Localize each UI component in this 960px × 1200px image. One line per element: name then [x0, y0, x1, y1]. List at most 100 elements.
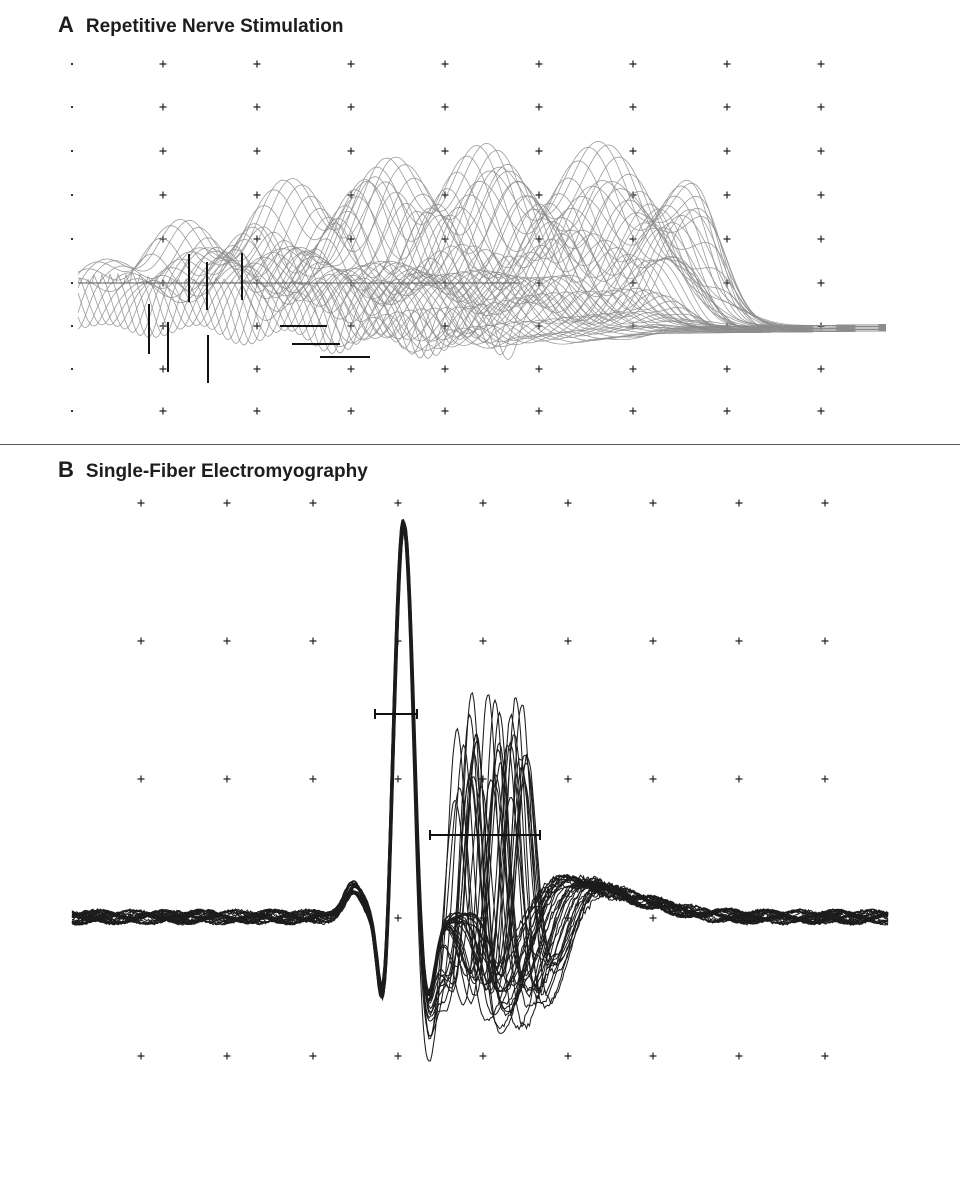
panel-a-title: Repetitive Nerve Stimulation [85, 16, 344, 37]
grid-plus-marker [535, 365, 543, 373]
grid-plus-marker [821, 637, 829, 645]
grid-plus-marker [535, 191, 543, 199]
grid-dot-marker [71, 150, 73, 152]
panel-b-heading: B Single-Fiber Electromyography [58, 457, 368, 483]
grid-plus-marker [564, 637, 572, 645]
grid-plus-marker [253, 322, 261, 330]
grid-plus-marker [347, 147, 355, 155]
grid-plus-marker [441, 365, 449, 373]
grid-plus-marker [253, 60, 261, 68]
grid-plus-marker [535, 103, 543, 111]
grid-plus-marker [347, 365, 355, 373]
cmap-trace [78, 173, 886, 345]
grid-plus-marker [394, 499, 402, 507]
cmap-trace [78, 188, 886, 330]
grid-plus-marker [441, 60, 449, 68]
panel-a-heading: A Repetitive Nerve Stimulation [58, 12, 344, 38]
panel-a-letter: A [58, 12, 74, 37]
repetitive-nerve-stimulation-chart [71, 60, 886, 415]
grid-plus-marker [735, 499, 743, 507]
grid-dot-marker [71, 282, 73, 284]
grid-plus-marker [649, 499, 657, 507]
latency-interval-marker [374, 709, 418, 719]
grid-plus-marker [817, 365, 825, 373]
grid-plus-marker [649, 775, 657, 783]
panel-b-grid [137, 499, 829, 1060]
grid-plus-marker [817, 191, 825, 199]
grid-plus-marker [223, 499, 231, 507]
grid-plus-marker [479, 637, 487, 645]
grid-plus-marker [723, 103, 731, 111]
grid-plus-marker [817, 147, 825, 155]
grid-plus-marker [535, 60, 543, 68]
grid-plus-marker [347, 103, 355, 111]
grid-plus-marker [137, 637, 145, 645]
grid-plus-marker [821, 499, 829, 507]
grid-plus-marker [137, 1052, 145, 1060]
grid-plus-marker [159, 103, 167, 111]
panel-a-markers [78, 253, 520, 383]
grid-plus-marker [309, 775, 317, 783]
grid-plus-marker [817, 279, 825, 287]
grid-plus-marker [137, 499, 145, 507]
grid-plus-marker [564, 1052, 572, 1060]
grid-plus-marker [479, 1052, 487, 1060]
grid-plus-marker [159, 407, 167, 415]
grid-plus-marker [159, 191, 167, 199]
sfemg-trace [71, 522, 889, 1002]
panel-divider [0, 444, 960, 445]
grid-plus-marker [309, 637, 317, 645]
panel-b-traces [71, 518, 889, 1062]
grid-plus-marker [347, 60, 355, 68]
grid-plus-marker [629, 60, 637, 68]
panel-b-title: Single-Fiber Electromyography [85, 461, 368, 482]
grid-plus-marker [735, 637, 743, 645]
grid-plus-marker [723, 60, 731, 68]
grid-plus-marker [479, 499, 487, 507]
grid-plus-marker [649, 1052, 657, 1060]
grid-plus-marker [649, 914, 657, 922]
grid-plus-marker [723, 235, 731, 243]
panel-a-grid [71, 60, 825, 415]
grid-plus-marker [394, 914, 402, 922]
grid-plus-marker [535, 147, 543, 155]
grid-plus-marker [817, 103, 825, 111]
grid-plus-marker [629, 407, 637, 415]
panel-b-letter: B [58, 457, 74, 482]
grid-plus-marker [137, 775, 145, 783]
grid-plus-marker [735, 1052, 743, 1060]
grid-plus-marker [564, 499, 572, 507]
grid-dot-marker [71, 194, 73, 196]
panel-b-markers [374, 709, 541, 840]
panel-a-traces [77, 140, 886, 361]
grid-plus-marker [223, 775, 231, 783]
grid-plus-marker [441, 191, 449, 199]
grid-dot-marker [71, 410, 73, 412]
grid-plus-marker [723, 147, 731, 155]
grid-plus-marker [223, 637, 231, 645]
latency-interval-marker [429, 830, 541, 840]
grid-dot-marker [71, 238, 73, 240]
grid-plus-marker [309, 499, 317, 507]
grid-plus-marker [441, 103, 449, 111]
grid-plus-marker [347, 407, 355, 415]
grid-plus-marker [253, 191, 261, 199]
grid-plus-marker [535, 407, 543, 415]
grid-plus-marker [629, 365, 637, 373]
sfemg-trace [71, 526, 889, 1005]
grid-plus-marker [735, 775, 743, 783]
grid-plus-marker [817, 235, 825, 243]
grid-plus-marker [253, 103, 261, 111]
grid-plus-marker [394, 775, 402, 783]
grid-plus-marker [723, 407, 731, 415]
grid-plus-marker [821, 1052, 829, 1060]
grid-plus-marker [253, 147, 261, 155]
grid-dot-marker [71, 106, 73, 108]
grid-plus-marker [649, 637, 657, 645]
grid-dot-marker [71, 325, 73, 327]
grid-dot-marker [71, 63, 73, 65]
grid-plus-marker [629, 147, 637, 155]
sfemg-trace [71, 519, 889, 1037]
grid-dot-marker [71, 368, 73, 370]
grid-plus-marker [159, 60, 167, 68]
